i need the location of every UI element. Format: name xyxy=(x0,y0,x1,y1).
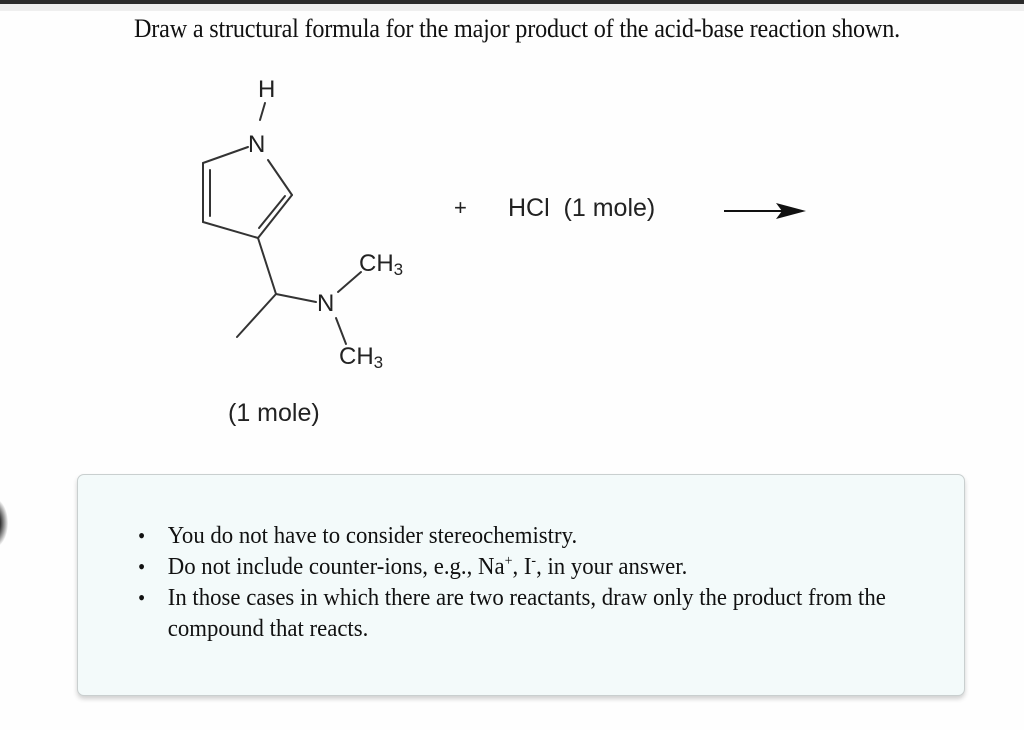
reaction-arrow-icon xyxy=(724,203,806,219)
edge-shadow xyxy=(0,498,8,548)
reactant-structure-bonds xyxy=(202,102,806,345)
reaction-scheme: H N N CH3 CH3 (1 mole) + HCl (1 mole) xyxy=(202,76,806,427)
question-prompt: Draw a structural formula for the major … xyxy=(133,14,900,43)
instruction-item: • In those cases in which there are two … xyxy=(138,584,886,642)
bullet-icon: • xyxy=(138,585,146,610)
instruction-item: • Do not include counter-ions, e.g., Na+… xyxy=(138,553,688,580)
atom-label-ring-n: N xyxy=(248,131,266,158)
atom-label-amine-n: N xyxy=(317,290,335,317)
reactant2-hcl: HCl (1 mole) xyxy=(508,194,656,222)
window-top-bar xyxy=(0,0,1024,4)
bullet-icon: • xyxy=(138,554,146,579)
atom-label-methyl-top: CH3 xyxy=(359,250,404,279)
instructions-list: • You do not have to consider stereochem… xyxy=(138,520,958,644)
atom-label-h: H xyxy=(258,76,276,103)
bullet-icon: • xyxy=(138,523,146,548)
instruction-item: • You do not have to consider stereochem… xyxy=(138,522,578,549)
plus-sign: + xyxy=(454,195,467,220)
reactant1-amount: (1 mole) xyxy=(228,399,320,427)
atom-label-methyl-bottom: CH3 xyxy=(339,343,384,372)
toolbar-strip xyxy=(0,4,1024,11)
instructions-box: • You do not have to consider stereochem… xyxy=(77,474,965,696)
